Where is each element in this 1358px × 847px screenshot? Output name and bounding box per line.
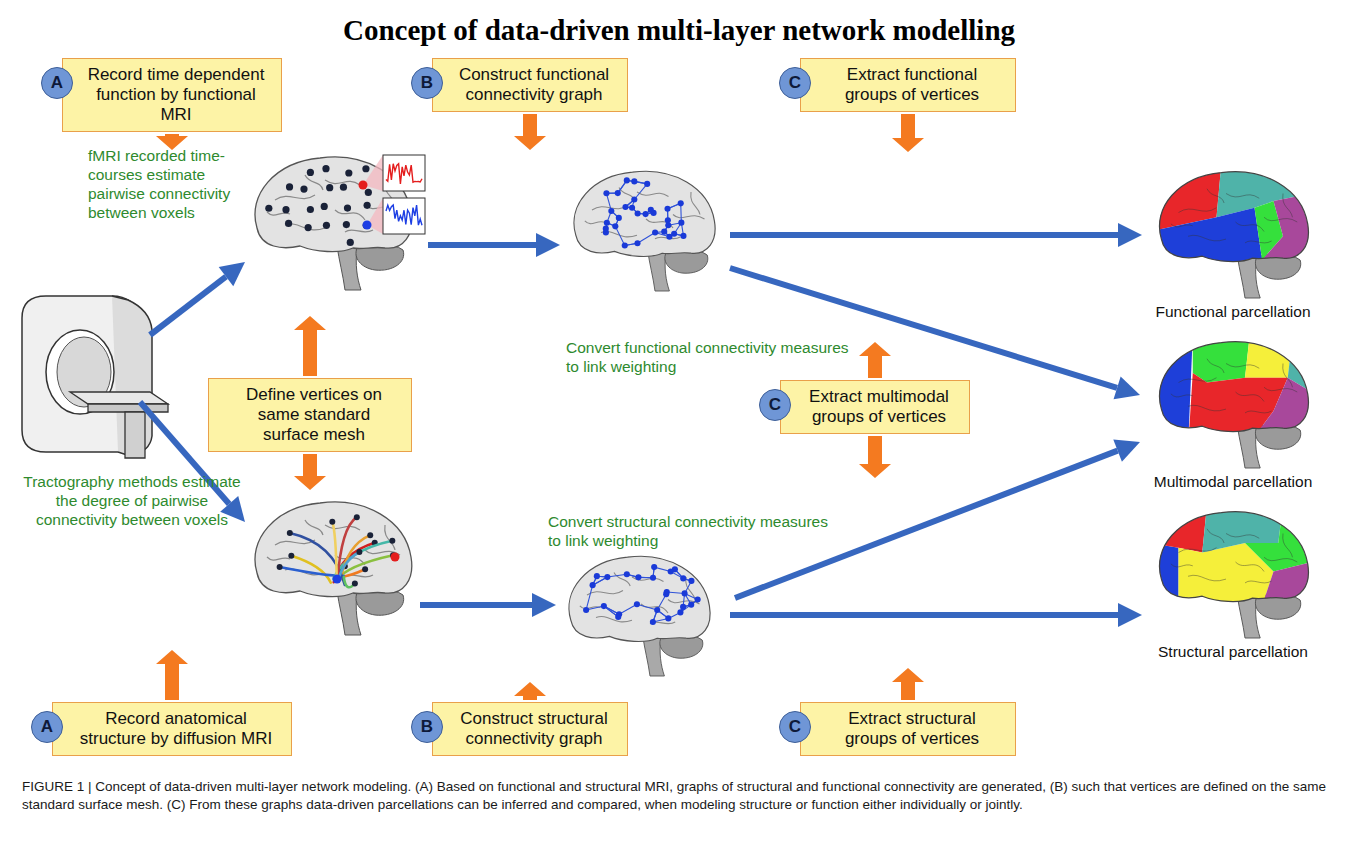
step-letter-circle: C: [779, 67, 811, 99]
process-arrow: [150, 262, 245, 335]
brain-illustration: [569, 556, 710, 676]
parcellation-label: Structural parcellation: [1138, 642, 1328, 661]
step-box: Construct structural connectivity graphB: [432, 702, 628, 756]
parcellation-label: Functional parcellation: [1138, 302, 1328, 321]
annotation-text: Convert functional connectivity measures…: [566, 338, 856, 376]
process-arrow: [420, 593, 556, 617]
step-box: Construct functional connectivity graphB: [432, 58, 628, 112]
step-arrow: [859, 342, 891, 378]
node-text: C: [769, 395, 781, 415]
figure-title: Concept of data-driven multi-layer netwo…: [0, 14, 1358, 47]
node-text: Define vertices on same standard surface…: [229, 385, 399, 445]
node-text: Record time dependent function by functi…: [83, 65, 269, 125]
step-box: Record time dependent function by functi…: [62, 58, 282, 132]
node-text: Extract structural groups of vertices: [821, 709, 1003, 749]
step-box: Record anatomical structure by diffusion…: [52, 702, 292, 756]
node-text: C: [789, 717, 801, 737]
step-letter-circle: A: [31, 711, 63, 743]
step-letter-circle: A: [41, 67, 73, 99]
step-arrow: [294, 316, 326, 376]
step-arrow: [892, 114, 924, 152]
brain-illustration: [1150, 505, 1312, 638]
step-letter-circle: B: [411, 711, 443, 743]
step-arrow: [514, 114, 546, 150]
process-arrow: [428, 233, 560, 257]
node-text: B: [421, 717, 433, 737]
process-arrow: [730, 603, 1142, 627]
brain-illustration: [255, 502, 412, 635]
mri-scanner: [22, 296, 168, 458]
step-box: Extract structural groups of verticesC: [800, 702, 1016, 756]
process-arrow: [730, 223, 1142, 247]
node-text: Extract multimodal groups of vertices: [801, 387, 957, 427]
annotation-text: Convert structural connectivity measures…: [548, 512, 838, 550]
step-letter-circle: B: [411, 67, 443, 99]
step-letter-circle: C: [759, 389, 791, 421]
step-box: Define vertices on same standard surface…: [208, 378, 412, 452]
annotation-text: fMRI recorded time-courses estimate pair…: [88, 146, 266, 222]
node-text: Extract functional groups of vertices: [821, 65, 1003, 105]
step-arrow: [514, 682, 546, 700]
node-text: A: [41, 717, 53, 737]
node-text: B: [421, 73, 433, 93]
node-text: Construct functional connectivity graph: [453, 65, 615, 105]
step-arrow: [859, 436, 891, 478]
step-letter-circle: C: [779, 711, 811, 743]
step-arrow: [892, 668, 924, 700]
step-box: Extract functional groups of verticesC: [800, 58, 1016, 112]
annotation-text: Tractography methods estimate the degree…: [18, 472, 246, 529]
step-arrow: [156, 650, 188, 700]
node-text: C: [789, 73, 801, 93]
brain-illustration: [574, 171, 715, 291]
node-text: Construct structural connectivity graph: [453, 709, 615, 749]
node-text: Record anatomical structure by diffusion…: [73, 709, 279, 749]
brain-illustration: [255, 155, 425, 290]
node-text: A: [51, 73, 63, 93]
brain-illustration: [1150, 335, 1312, 468]
parcellation-label: Multimodal parcellation: [1138, 472, 1328, 491]
brain-illustration: [1150, 165, 1312, 298]
step-box: Extract multimodal groups of verticesC: [780, 380, 970, 434]
step-arrow: [294, 454, 326, 490]
figure-caption: FIGURE 1 | Concept of data-driven multi-…: [22, 778, 1338, 814]
